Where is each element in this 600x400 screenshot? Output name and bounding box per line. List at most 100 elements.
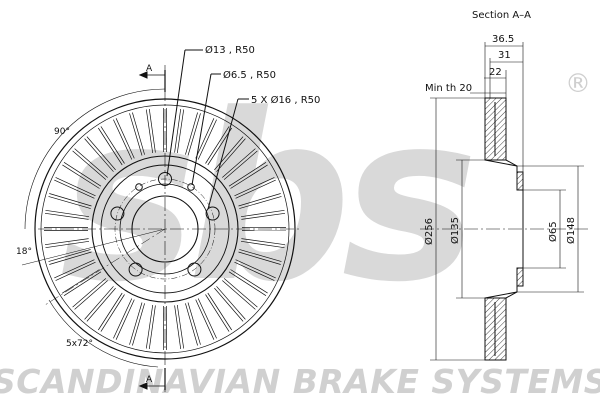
dim-hat-width: 31 xyxy=(498,50,511,61)
cooling-vanes xyxy=(43,107,287,351)
cooling-vane xyxy=(230,269,268,294)
cooling-vane xyxy=(241,238,286,246)
cooling-vane xyxy=(62,164,100,189)
friction-inner-edge xyxy=(91,155,239,303)
cooling-vane xyxy=(241,212,286,220)
dim-total-width: 36.5 xyxy=(492,34,514,45)
cooling-vane xyxy=(234,177,275,197)
center-holes xyxy=(135,183,195,191)
cooling-vane xyxy=(45,240,90,249)
cooling-vane xyxy=(132,303,145,346)
bolt-holes xyxy=(110,172,220,277)
cooling-vane xyxy=(113,119,133,160)
section-title: Section A–A xyxy=(472,10,531,21)
disc-outer-edge xyxy=(34,98,296,360)
cooling-vane xyxy=(187,302,201,345)
front-view xyxy=(21,49,300,392)
bolt-hole xyxy=(110,206,125,221)
dia-friction-inner: Ø135 xyxy=(449,217,461,244)
cooling-vane xyxy=(44,212,89,220)
angle-ray-18 xyxy=(21,228,166,266)
cooling-vane xyxy=(98,292,123,331)
cooling-vane xyxy=(197,119,217,160)
label-angle-90: 90° xyxy=(54,127,70,137)
bolt-hole xyxy=(158,172,172,186)
cooling-vane xyxy=(72,278,107,308)
cooling-vane xyxy=(55,261,96,281)
watermark-registered-mark: ® xyxy=(565,69,591,99)
locating-hole xyxy=(135,183,143,191)
cooling-vane xyxy=(86,136,116,171)
cooling-vane xyxy=(132,112,145,155)
cooling-vane xyxy=(205,294,230,332)
angle-arc-72 xyxy=(48,299,159,368)
label-angle-pattern: 5x72° xyxy=(66,339,93,349)
cooling-vane xyxy=(240,240,285,249)
bolt-hole xyxy=(205,206,220,221)
hat-inner-wall xyxy=(484,159,518,167)
angle-arc-90 xyxy=(24,88,166,230)
cooling-vane xyxy=(100,294,125,332)
callout-slot: 5 X Ø16 , R50 xyxy=(251,94,320,106)
watermark-brand-line: SCANDINAVIAN BRAKE SYSTEMS xyxy=(0,362,600,400)
callout-bolt-hole: Ø13 , R50 xyxy=(205,44,255,56)
angle-ray-72 xyxy=(44,228,166,306)
cooling-vane xyxy=(174,305,182,350)
cooling-vane xyxy=(222,148,256,178)
cooling-vane xyxy=(63,271,102,296)
watermark-group: sbs ® SCANDINAVIAN BRAKE SYSTEMS xyxy=(0,66,600,400)
cooling-vane xyxy=(49,193,92,207)
section-hat-profile xyxy=(505,159,524,299)
cooling-vane xyxy=(54,259,95,279)
cooling-vane xyxy=(238,251,281,265)
cooling-vane xyxy=(185,303,198,346)
hat-outer-edge xyxy=(100,164,230,294)
cooling-vane xyxy=(214,136,244,171)
cooling-vane xyxy=(195,118,215,159)
cooling-vane xyxy=(148,305,156,350)
cooling-vane xyxy=(129,113,143,156)
cooling-vane xyxy=(205,126,230,164)
dim-disc-thickness: 22 xyxy=(489,67,502,78)
cooling-vane xyxy=(207,292,232,331)
cooling-vane xyxy=(115,299,135,340)
cooling-vane xyxy=(145,304,154,349)
cooling-vane xyxy=(48,249,91,262)
cooling-vane xyxy=(195,299,215,340)
cooling-vane xyxy=(228,162,267,187)
cooling-vane xyxy=(148,108,156,153)
cooling-vane xyxy=(223,150,258,180)
cooling-vane xyxy=(207,127,232,166)
cooling-vane xyxy=(115,118,135,159)
bolt-hole xyxy=(128,262,143,277)
cooling-vane xyxy=(48,196,91,209)
cooling-vane xyxy=(74,148,108,178)
leader-slot xyxy=(207,98,239,210)
section-arrowhead-top xyxy=(138,71,148,79)
cooling-vane xyxy=(216,286,246,320)
hat-step-ring xyxy=(119,183,211,275)
bolt-pitch-circle xyxy=(114,178,216,280)
callout-center-hole: Ø6.5 , R50 xyxy=(223,69,276,81)
cooling-vane xyxy=(223,278,258,308)
cooling-vane xyxy=(129,302,143,345)
cooling-vane xyxy=(54,179,95,199)
front-view-labels: Ø13 , R50 Ø6.5 , R50 5 X Ø16 , R50 90° 1… xyxy=(16,44,320,385)
cooling-vane xyxy=(239,196,282,209)
leader-bolt-hole xyxy=(166,49,186,177)
cooling-vane xyxy=(176,304,185,349)
cooling-vane xyxy=(214,287,244,322)
cooling-vane xyxy=(100,126,125,164)
center-bore xyxy=(131,195,199,263)
bolt-hole xyxy=(187,262,202,277)
hat-inner-wall-lower xyxy=(484,291,518,299)
cooling-vane xyxy=(62,269,100,294)
cooling-vane xyxy=(45,209,90,218)
section-labels: Section A–A 36.5 31 22 Min th 20 Ø256 Ø1… xyxy=(423,10,577,245)
cooling-vane xyxy=(145,109,154,154)
cooling-vane xyxy=(185,112,198,155)
cooling-vane xyxy=(222,280,256,310)
cooling-vane xyxy=(235,179,276,199)
cooling-vane xyxy=(235,259,276,279)
